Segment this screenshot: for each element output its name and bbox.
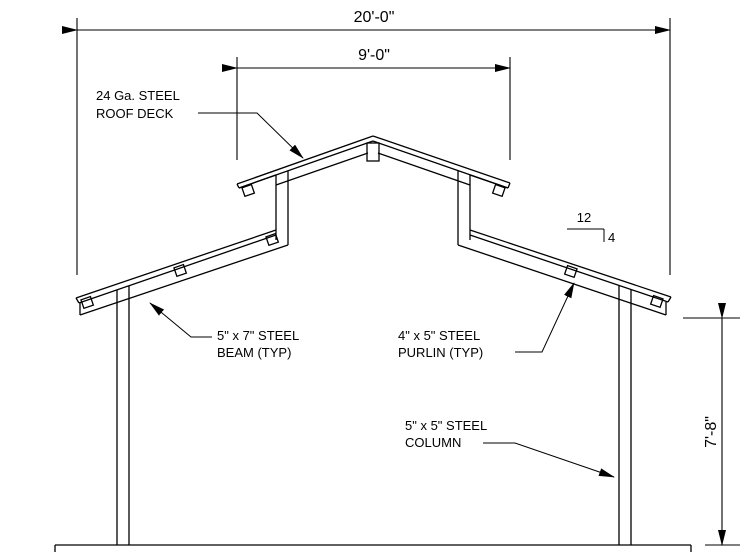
upper-beam-left	[275, 152, 369, 186]
foundation-slab	[54, 544, 692, 552]
upper-width-text: 9'-0"	[358, 47, 390, 64]
purlin-label-line2: PURLIN (TYP)	[398, 345, 483, 360]
lower-deck-right-top	[469, 229, 672, 298]
columns	[116, 286, 632, 545]
lower-deck-right-bottom	[469, 234, 669, 303]
lower-beam-left	[79, 244, 289, 316]
lower-beam-right	[457, 244, 667, 316]
roof-deck-leader	[198, 112, 304, 159]
upper-posts	[275, 171, 471, 245]
column-label-line2: COLUMN	[405, 435, 461, 450]
purlin	[649, 294, 664, 309]
beam-label-line2: BEAM (TYP)	[217, 345, 291, 360]
ridge-cap	[366, 142, 380, 162]
beam-leader	[149, 302, 212, 338]
purlin-leader	[515, 282, 575, 353]
upper-beam-right	[377, 152, 471, 186]
upper-width-dimension: 9'-0"	[222, 47, 511, 160]
column-height-dimension: 7'-8"	[683, 303, 740, 546]
purlin	[491, 183, 506, 198]
purlin-label: 4" x 5" STEEL PURLIN (TYP)	[398, 282, 575, 360]
upper-deck-left-top	[236, 135, 374, 185]
beam-label: 5" x 7" STEEL BEAM (TYP)	[149, 302, 299, 360]
lower-deck-left-bottom	[78, 234, 277, 304]
purlin-label-line1: 4" x 5" STEEL	[398, 328, 480, 343]
purlin	[80, 295, 95, 310]
lower-roof-right	[457, 229, 672, 316]
upper-deck-right-top	[372, 135, 511, 184]
purlin	[265, 232, 280, 247]
roof-slope-symbol: 12 4	[567, 210, 615, 245]
overall-width-dimension: 20'-0"	[62, 9, 671, 275]
purlin	[563, 264, 578, 279]
column-leader	[483, 442, 615, 478]
roof-deck-label-line1: 24 Ga. STEEL	[96, 88, 180, 103]
overall-width-text: 20'-0"	[354, 9, 395, 26]
slope-rise-text: 4	[608, 230, 615, 245]
roof-deck-label: 24 Ga. STEEL ROOF DECK	[96, 88, 304, 159]
purlin	[241, 183, 256, 198]
column-height-text: 7'-8"	[703, 416, 720, 448]
roof-deck-label-line2: ROOF DECK	[96, 106, 174, 121]
purlin	[173, 263, 188, 278]
lower-roof-left	[75, 229, 289, 316]
column-label-line1: 5" x 5" STEEL	[405, 418, 487, 433]
upper-roof	[236, 135, 511, 198]
beam-label-line1: 5" x 7" STEEL	[217, 328, 299, 343]
slope-run-text: 12	[577, 210, 591, 225]
column-label: 5" x 5" STEEL COLUMN	[405, 418, 615, 478]
lower-deck-left-top	[75, 229, 277, 299]
